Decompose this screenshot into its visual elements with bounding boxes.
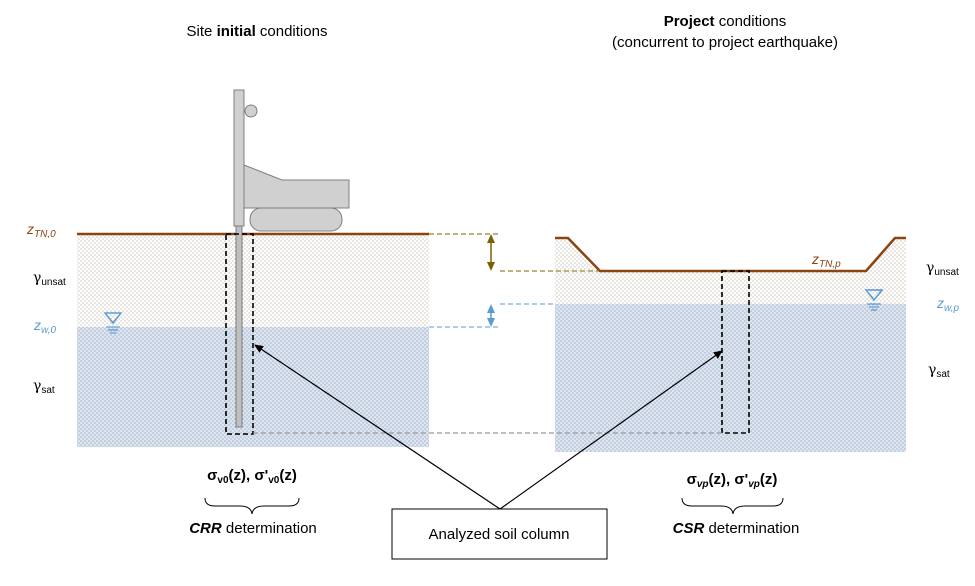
left-ground-level-label: zTN,0 (26, 221, 56, 240)
callout-arrow-right (499, 350, 723, 510)
right-excavated-ground-surface (555, 236, 906, 273)
left-water-level-label: zw,0 (33, 317, 56, 336)
water-table-icon (864, 289, 884, 311)
drilling-rig-icon (233, 89, 350, 428)
callout-arrow-left (254, 344, 501, 510)
right-brace (681, 497, 784, 515)
left-stress-label: σv0(z), σ'v0(z) (207, 467, 297, 486)
left-brace (204, 497, 300, 515)
right-ground-level-label: zTN,p (811, 251, 841, 270)
drill-rod (235, 225, 243, 428)
water-table-icon (103, 312, 123, 334)
right-gamma-sat-label: γsat (928, 362, 950, 380)
crr-determination-label: CRR determination (189, 520, 317, 537)
csr-determination-label: CSR determination (673, 520, 800, 537)
callout-label: Analyzed soil column (429, 526, 570, 543)
left-gamma-sat-label: γsat (33, 378, 55, 396)
right-water-level-label: zw,p (936, 295, 959, 314)
left-title: Site initial conditions (187, 23, 328, 40)
left-analyzed-column (225, 233, 254, 435)
right-saturated-layer (555, 304, 906, 452)
right-soil-block (555, 236, 906, 452)
left-gamma-unsat-label: γunsat (33, 270, 66, 288)
right-subtitle: (concurrent to project earthquake) (612, 34, 838, 51)
right-title: Project conditions (664, 13, 787, 30)
right-stress-label: σvp(z), σ'vp(z) (687, 471, 778, 490)
right-gamma-unsat-label: γunsat (926, 260, 959, 278)
callout-box (391, 508, 608, 560)
